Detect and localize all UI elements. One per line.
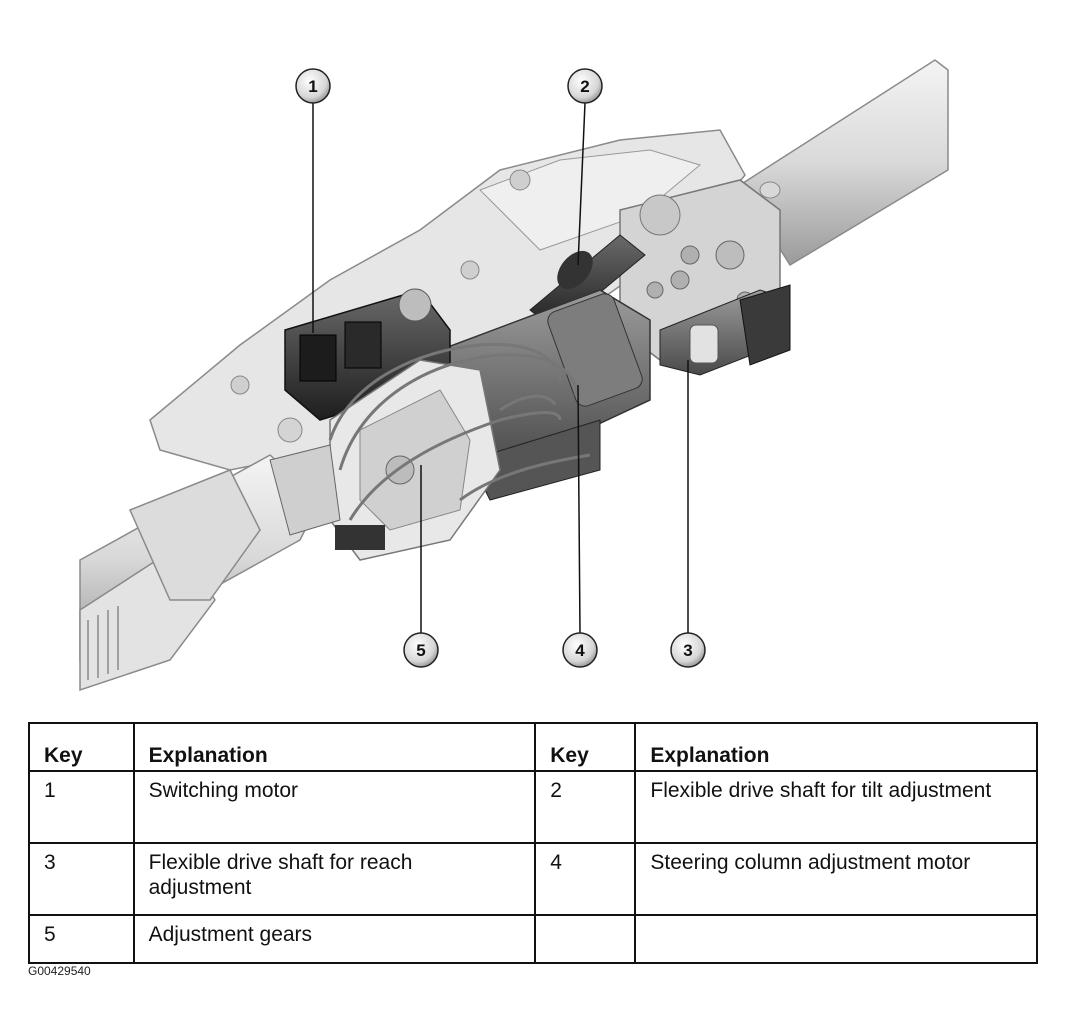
- key-cell: 5: [28, 914, 135, 964]
- lower-shaft: [79, 454, 321, 692]
- key-cell: 3: [28, 842, 135, 916]
- header-explanation: Explanation: [132, 722, 537, 772]
- table-row: 1 Switching motor 2 Flexible drive shaft…: [28, 770, 1038, 844]
- explanation-cell: Adjustment gears: [132, 914, 537, 964]
- callout-1: 1: [295, 68, 331, 104]
- callout-4: 4: [562, 632, 598, 668]
- explanation-cell: Switching motor: [132, 770, 537, 844]
- header-key: Key: [28, 722, 135, 772]
- table-row: 3 Flexible drive shaft for reach adjustm…: [28, 842, 1038, 916]
- svg-text:4: 4: [575, 641, 585, 660]
- table-row: 5 Adjustment gears: [28, 914, 1038, 964]
- adjustment-motor: [439, 289, 651, 501]
- spline-teeth: [87, 606, 119, 680]
- table-header-row: Key Explanation Key Explanation: [28, 722, 1038, 772]
- upper-shaft-tube: [738, 59, 949, 267]
- key-cell: 4: [534, 842, 637, 916]
- svg-text:2: 2: [580, 77, 589, 96]
- leader-lines: [312, 102, 689, 634]
- reach-drive-shaft: [659, 284, 791, 376]
- key-cell: 1: [28, 770, 135, 844]
- steering-column-illustration: 1 2 3 4 5: [79, 59, 949, 692]
- key-cell: 2: [534, 770, 637, 844]
- callout-2: 2: [567, 68, 603, 104]
- explanation-cell: [634, 914, 1038, 964]
- explanation-cell: Flexible drive shaft for tilt adjustment: [634, 770, 1038, 844]
- callout-5: 5: [403, 632, 439, 668]
- svg-text:1: 1: [308, 77, 317, 96]
- svg-text:5: 5: [416, 641, 425, 660]
- explanation-cell: Flexible drive shaft for reach adjustmen…: [132, 842, 537, 916]
- header-key: Key: [534, 722, 637, 772]
- svg-text:3: 3: [683, 641, 692, 660]
- explanation-cell: Steering column adjustment motor: [634, 842, 1038, 916]
- callout-3: 3: [670, 632, 706, 668]
- key-cell: [534, 914, 637, 964]
- figure-code: G00429540: [28, 964, 91, 978]
- gear-housing: [269, 359, 501, 561]
- key-table: Key Explanation Key Explanation 1 Switch…: [28, 722, 1038, 964]
- header-explanation: Explanation: [634, 722, 1038, 772]
